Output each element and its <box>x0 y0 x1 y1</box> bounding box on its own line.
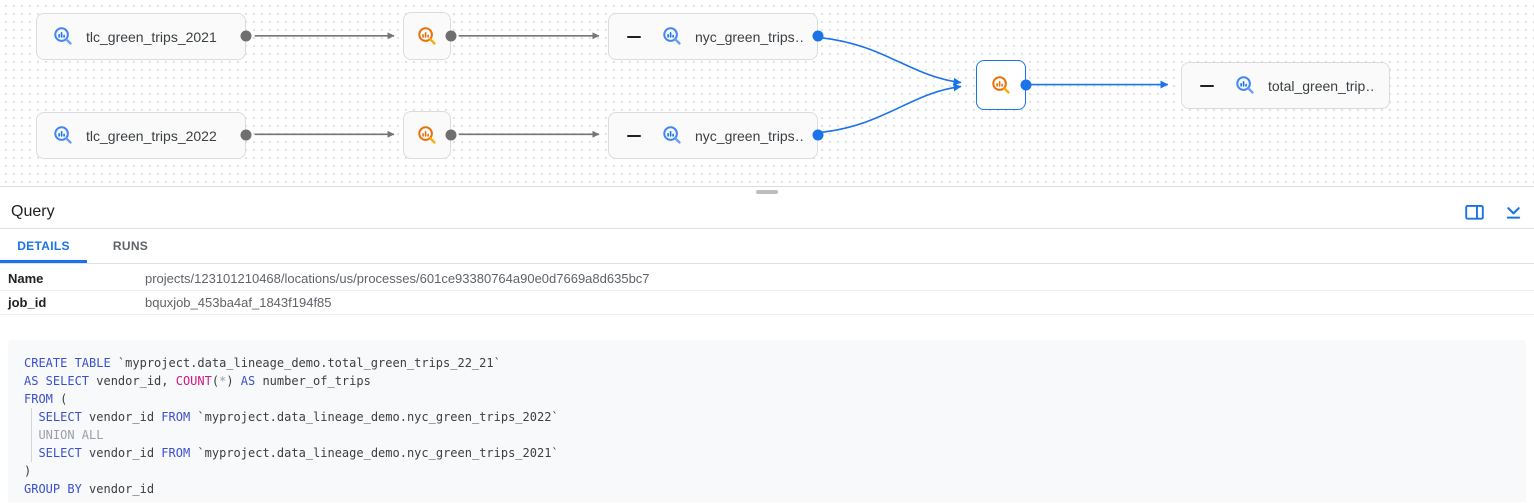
bigquery-query-icon <box>417 125 438 146</box>
indent-guide-line <box>31 407 32 462</box>
node-label: total_green_trip… <box>1268 77 1375 94</box>
panel-title: Query <box>11 203 55 221</box>
detail-label: Name <box>8 271 44 287</box>
collapse-minus-icon[interactable] <box>1200 84 1214 87</box>
node-label: tlc_green_trips_2021 <box>86 28 217 45</box>
node-label: nyc_green_trips… <box>695 28 803 45</box>
lineage-graph-canvas[interactable]: tlc_green_trips_2021 nyc_green_trips… tlc_… <box>0 0 1534 187</box>
lineage-node-process-total[interactable] <box>976 60 1026 110</box>
edge-port-dot <box>445 30 457 42</box>
lineage-node-nyc-green-trips-2021[interactable]: nyc_green_trips… <box>608 13 818 60</box>
edge-port-dot <box>1020 79 1032 91</box>
collapse-minus-icon[interactable] <box>627 35 641 38</box>
edge-port-dot <box>445 129 457 141</box>
lineage-edge <box>821 83 962 134</box>
open-side-panel-icon[interactable] <box>1465 204 1484 221</box>
details-table: Name projects/123101210468/locations/us/p… <box>0 264 1534 316</box>
code-gap <box>0 315 1534 340</box>
panel-resize-row <box>0 187 1534 196</box>
lineage-node-process-2021[interactable] <box>403 12 451 60</box>
bigquery-table-icon <box>662 125 683 146</box>
collapse-minus-icon[interactable] <box>627 134 641 137</box>
edge-port-dot <box>812 129 824 141</box>
edge-port-dot <box>812 30 824 42</box>
panel-drag-handle[interactable] <box>756 190 778 194</box>
lineage-node-process-2022[interactable] <box>403 111 451 159</box>
bigquery-table-icon <box>1235 75 1256 96</box>
collapse-panel-icon[interactable] <box>1505 204 1522 220</box>
detail-row-name: Name projects/123101210468/locations/us/p… <box>0 267 1534 292</box>
bigquery-query-icon <box>991 75 1012 96</box>
node-label: nyc_green_trips… <box>695 127 803 144</box>
edge-port-dot <box>240 129 252 141</box>
detail-row-job_id: job_id bquxjob_453ba4af_1843f194f85 <box>0 291 1534 316</box>
lineage-node-nyc-green-trips-2022[interactable]: nyc_green_trips… <box>608 112 818 159</box>
lineage-node-tlc-green-trips-2022[interactable]: tlc_green_trips_2022 <box>36 112 246 159</box>
lineage-edge <box>821 37 962 86</box>
node-label: tlc_green_trips_2022 <box>86 127 217 144</box>
detail-value: projects/123101210468/locations/us/proce… <box>145 271 650 287</box>
query-details-panel: Query DETAILS RUNS Name projects/123101210… <box>0 187 1534 502</box>
lineage-node-total-green-trips[interactable]: total_green_trip… <box>1181 62 1390 109</box>
bigquery-query-icon <box>417 26 438 47</box>
tab-runs[interactable]: RUNS <box>112 239 149 254</box>
detail-value: bquxjob_453ba4af_1843f194f85 <box>145 295 332 311</box>
lineage-node-tlc-green-trips-2021[interactable]: tlc_green_trips_2021 <box>36 13 246 60</box>
detail-label: job_id <box>8 295 47 311</box>
panel-tabs: DETAILS RUNS <box>0 229 1534 265</box>
bigquery-table-icon <box>53 26 74 47</box>
sql-code-block: CREATE TABLE `myproject.data_lineage_dem… <box>8 339 1526 502</box>
panel-header: Query <box>0 196 1534 230</box>
bigquery-table-icon <box>662 26 683 47</box>
tab-details[interactable]: DETAILS <box>0 229 87 264</box>
edge-port-dot <box>240 30 252 42</box>
sql-code: CREATE TABLE `myproject.data_lineage_dem… <box>24 355 559 496</box>
bigquery-table-icon <box>53 125 74 146</box>
lineage-edges <box>254 32 1169 138</box>
